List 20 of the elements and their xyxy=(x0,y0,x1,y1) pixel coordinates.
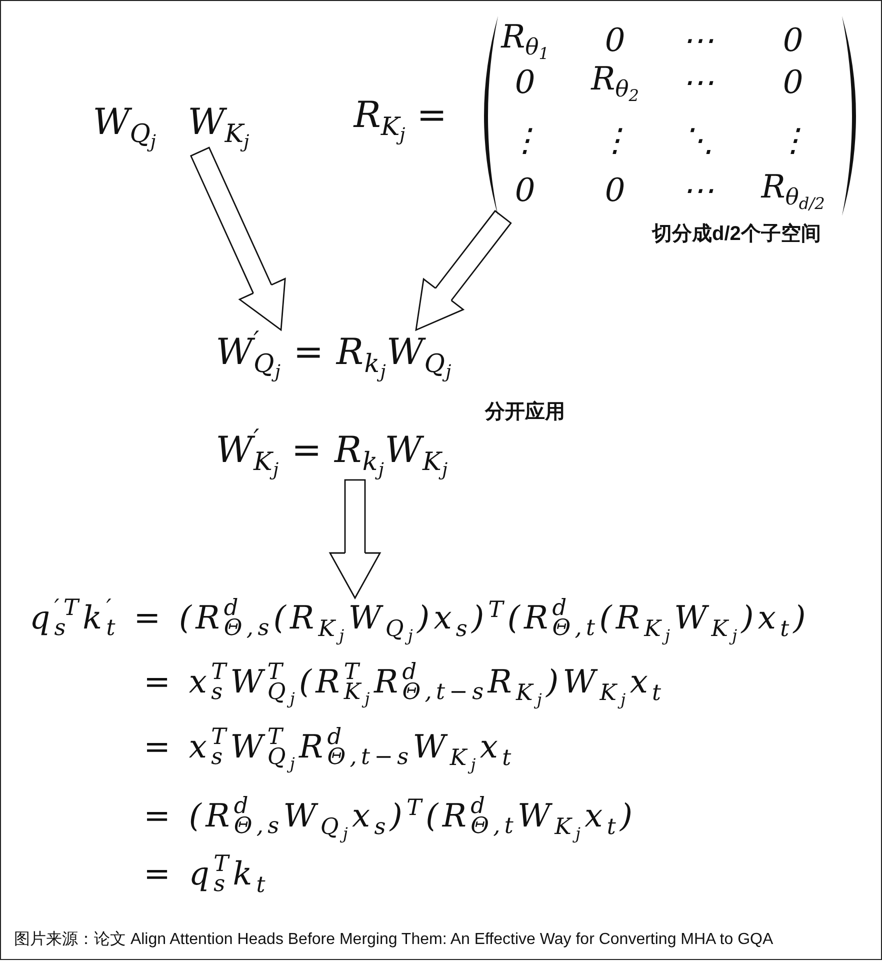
matrix-entry: 0 xyxy=(782,62,804,102)
formula: R$_{K}$$_{j}$ = xyxy=(353,94,448,145)
annotation-text: 切分成d/2个子空间 xyxy=(652,222,821,247)
matrix-entry: ⋯ xyxy=(681,62,716,102)
matrix-entry: 0 xyxy=(782,20,804,60)
matrix-entry: ⋮ xyxy=(598,120,632,160)
equation-line: = q$_{s}$$^{T}$k$_{t}$ xyxy=(143,854,270,896)
matrix-entry: ⋯ xyxy=(681,20,716,60)
matrix-entry: ⋯ xyxy=(681,170,716,210)
equation-line: q$_{s}$$^{′T}$k$_{t}$$^{′}$ = (R$^{d}$$_{Θ,s}$(R$_{K}$$_{j}$W$_{Q}$$_{j}$)x$_{s}$)$^{T}$(R$^{d}$$_{Θ,t}$(R$_{K}$$_{j}$W$_{K}$$_{j}$)x$_{t}$) xyxy=(29,598,811,644)
matrix-entry: ⋮ xyxy=(508,120,542,160)
matrix-entry: 0 xyxy=(604,170,626,210)
matrix-entry: 0 xyxy=(514,62,536,102)
source-caption: 图片来源：论文 Align Attention Heads Before Merging Them: An Effective Way for Converting MHA to GQA xyxy=(14,930,774,950)
matrix-entry: 0 xyxy=(604,20,626,60)
equation-line: = (R$^{d}$$_{Θ,s}$W$_{Q}$$_{j}$x$_{s}$)$^{T}$(R$^{d}$$_{Θ,t}$W$_{K}$$_{j}$x$_{t}$) xyxy=(143,796,638,842)
matrix-entry: 0 xyxy=(514,170,536,210)
annotation-text: 分开应用 xyxy=(485,400,565,425)
matrix-entry: ⋮ xyxy=(776,120,810,160)
matrix-entry: ⋱ xyxy=(681,120,716,160)
